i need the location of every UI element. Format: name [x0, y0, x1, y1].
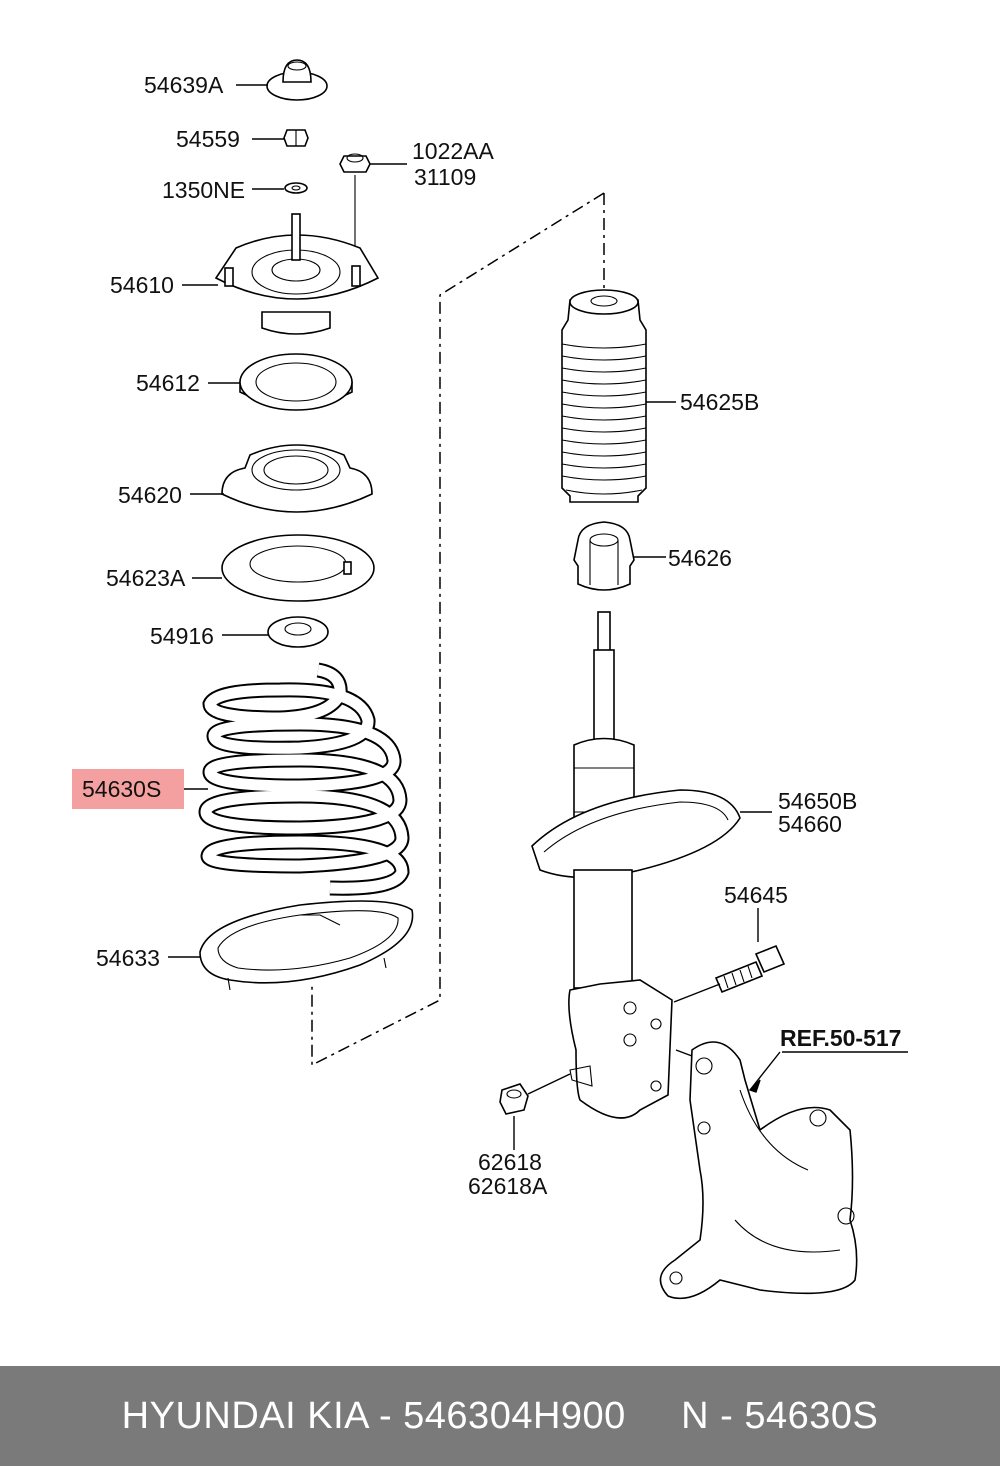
strut-mount-54610 — [214, 213, 380, 335]
footer-part-number: HYUNDAI KIA - 546304H900 — [121, 1394, 626, 1437]
footer-bar: HYUNDAI KIA - 546304H900 N - 54630S — [0, 1366, 1000, 1466]
label-31109: 31109 — [414, 164, 476, 190]
label-54916: 54916 — [150, 623, 214, 649]
dust-boot-54625b — [561, 289, 647, 503]
lower-pad-54633 — [199, 900, 414, 991]
ring-54916 — [267, 616, 329, 648]
spring-seat-54620 — [221, 444, 373, 513]
leader-lines — [168, 84, 908, 1150]
nut-62618 — [499, 1083, 529, 1115]
label-54639a: 54639A — [144, 72, 224, 98]
coil-spring-54630s — [198, 662, 410, 896]
label-54630s: 54630S — [82, 776, 161, 802]
bolt-54645 — [714, 944, 786, 994]
label-62618a: 62618A — [468, 1173, 548, 1199]
nut-54559 — [283, 129, 309, 147]
washer-1350ne — [284, 182, 308, 194]
label-54625b: 54625B — [680, 389, 759, 415]
strut-assembly — [531, 611, 741, 1119]
assembly-dashed-outline — [311, 192, 605, 1067]
cap-54639a — [266, 59, 328, 101]
label-54559: 54559 — [176, 126, 240, 152]
label-62618: 62618 — [478, 1149, 542, 1175]
label-54612: 54612 — [136, 370, 200, 396]
label-ref-50-517: REF.50-517 — [780, 1025, 901, 1051]
highlight-box — [72, 769, 184, 809]
label-1022aa: 1022AA — [412, 138, 495, 164]
steering-knuckle — [659, 1041, 858, 1300]
label-54623a: 54623A — [106, 565, 186, 591]
label-54620: 54620 — [118, 482, 182, 508]
bearing-54612 — [239, 353, 353, 411]
label-54633: 54633 — [96, 945, 160, 971]
label-1350ne: 1350NE — [162, 177, 245, 203]
bump-stopper-54626 — [573, 521, 635, 591]
label-54650b: 54650B — [778, 788, 857, 814]
label-54610: 54610 — [110, 272, 174, 298]
pad-54623a — [221, 534, 375, 602]
label-54660: 54660 — [778, 811, 842, 837]
label-54626: 54626 — [668, 545, 732, 571]
label-54645: 54645 — [724, 882, 788, 908]
parts-diagram: 54639A 54559 1022AA 31109 1350NE 54610 5… — [72, 59, 908, 1300]
footer-reference: N - 54630S — [681, 1394, 879, 1437]
